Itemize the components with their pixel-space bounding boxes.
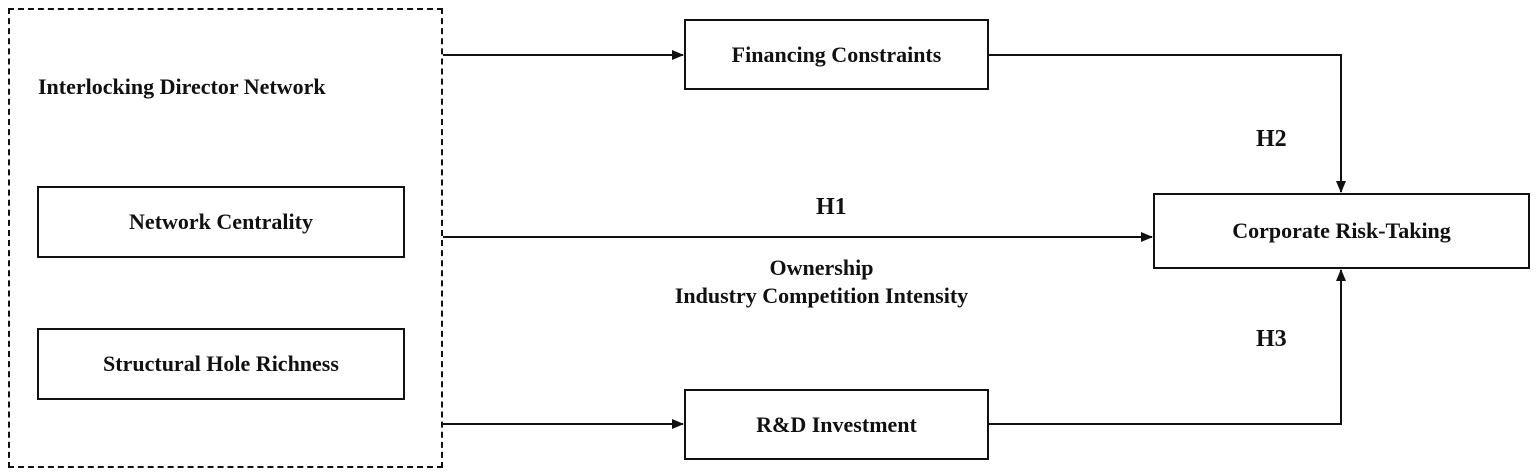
structural-hole-richness-box: Structural Hole Richness [37,328,405,400]
hypothesis-h3-label: H3 [1256,326,1287,352]
arrow-financing-to-risk-taking [989,54,1346,193]
corporate-risk-taking-box: Corporate Risk-Taking [1153,193,1530,269]
moderator-industry-competition: Industry Competition Intensity [674,283,969,308]
network-group-container [8,8,443,468]
moderator-ownership: Ownership [769,255,874,280]
network-group-title: Interlocking Director Network [38,74,326,99]
hypothesis-h2-label: H2 [1256,126,1287,152]
arrow-rd-to-risk-taking [989,269,1346,425]
network-centrality-box: Network Centrality [37,186,405,258]
hypothesis-h1-label: H1 [816,194,847,220]
rd-investment-box: R&D Investment [684,389,989,460]
financing-constraints-box: Financing Constraints [684,19,989,90]
